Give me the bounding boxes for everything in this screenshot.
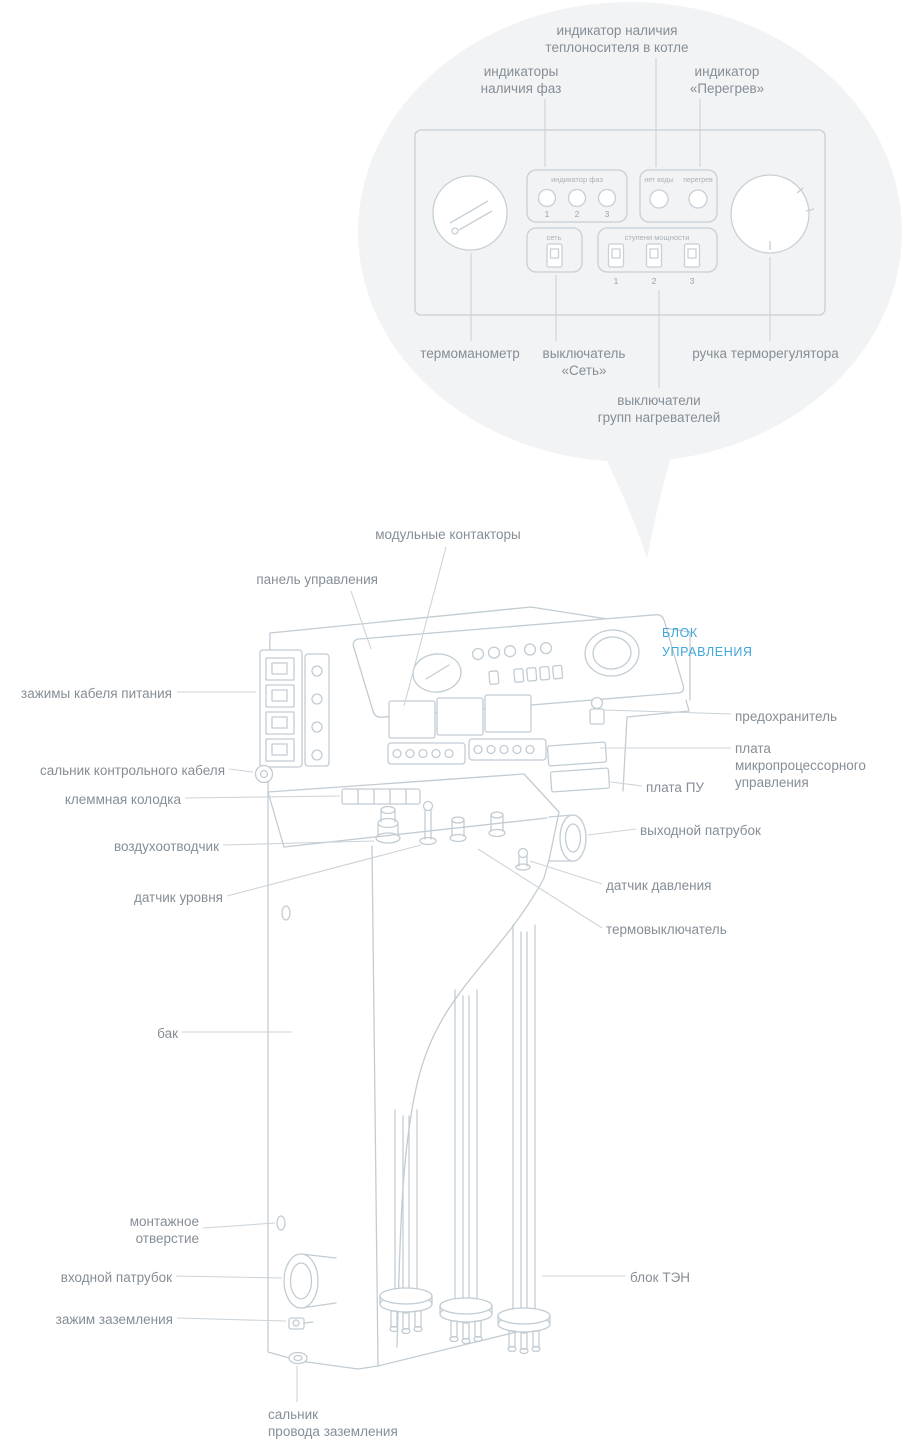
label-thermal-switch: термовыключатель — [606, 922, 727, 937]
power-cable-clamps — [259, 649, 330, 768]
label-contactors: модульные контакторы — [375, 527, 521, 542]
label-outlet: выходной патрубок — [640, 823, 761, 838]
power-steps-group — [597, 227, 718, 273]
control-cable-gland-part — [254, 764, 274, 784]
label-heater-block: блок ТЭН — [630, 1270, 691, 1285]
heater-block-part — [379, 924, 551, 1355]
label-control-cable-gland: сальник контрольного кабеля — [39, 763, 225, 778]
mcu-board-part — [546, 741, 608, 767]
label-air-vent: воздухоотводчик — [114, 839, 219, 854]
label-phase-indicators: индикаторы наличия фаз — [480, 64, 562, 96]
thermal-switch-part — [449, 811, 506, 843]
ground-gland-part — [288, 1351, 308, 1365]
no-water-indicator-label: нет воды — [644, 177, 673, 184]
label-pu-board: плата ПУ — [646, 780, 704, 795]
label-mcu-board: плата микропроцессорного управления — [735, 741, 866, 790]
thermostat-knob — [730, 174, 815, 254]
label-control-panel: панель управления — [256, 572, 378, 587]
label-level-sensor: датчик уровня — [133, 890, 223, 905]
label-inlet: входной патрубок — [60, 1270, 172, 1285]
inlet-pipe-part — [283, 1253, 337, 1309]
terminal-block-part — [341, 788, 421, 805]
phase-num-2: 2 — [575, 209, 580, 219]
ground-clamp-part — [288, 1317, 314, 1330]
pressure-sensor-part — [515, 847, 531, 871]
callout-leader-lines — [470, 58, 771, 388]
water-overheat-indicator-group — [639, 169, 718, 223]
outlet-pipe-part — [548, 814, 587, 862]
callout-panel: индикатор фаз нет воды перегрев сеть сту… — [414, 129, 826, 316]
label-mains-switch: выключатель «Сеть» — [542, 346, 626, 378]
step-num-3: 3 — [690, 276, 695, 286]
label-coolant-indicator: индикатор наличия теплоносителя в котле — [545, 23, 689, 55]
label-heater-switches: выключатели групп нагревателей — [597, 393, 721, 425]
phase-group-title: индикатор фаз — [551, 175, 603, 184]
air-vent-part — [375, 805, 401, 844]
label-terminal-block: клеммная колодка — [64, 792, 181, 807]
label-fuse: предохранитель — [735, 709, 838, 724]
control-panel-face — [352, 614, 685, 718]
mounting-hole — [276, 1215, 286, 1231]
boiler-drawing — [254, 606, 691, 1370]
label-mount-hole: монтажное отверстие — [129, 1214, 199, 1246]
label-ground-gland: сальник провода заземления — [268, 1407, 398, 1439]
steps-group-title: ступени мощности — [625, 233, 690, 242]
label-overheat-indicator: индикатор «Перегрев» — [689, 64, 765, 96]
overheat-indicator-label: перегрев — [683, 177, 713, 184]
thermomanometer-gauge — [432, 175, 508, 251]
phase-num-1: 1 — [545, 209, 550, 219]
mains-switch-group — [526, 227, 583, 273]
label-control-unit: БЛОК УПРАВЛЕНИЯ — [662, 626, 753, 660]
callout-balloon — [358, 2, 902, 559]
label-thermomanometer: термоманометр — [420, 346, 520, 361]
step-num-1: 1 — [614, 276, 619, 286]
boiler-leader-lines — [175, 546, 732, 1402]
label-ground-clamp: зажим заземления — [55, 1312, 173, 1327]
label-tank: бак — [157, 1026, 178, 1041]
label-power-clamps: зажимы кабеля питания — [21, 686, 172, 701]
mains-group-title: сеть — [546, 233, 561, 242]
pu-board-part — [549, 767, 611, 793]
modular-contactors — [387, 694, 547, 765]
fuse-part — [589, 696, 605, 725]
step-num-2: 2 — [652, 276, 657, 286]
level-sensor-part — [419, 800, 437, 846]
label-thermostat-knob: ручка терморегулятора — [692, 346, 839, 361]
phase-indicator-group — [526, 169, 628, 223]
phase-num-3: 3 — [605, 209, 610, 219]
label-pressure-sensor: датчик давления — [606, 878, 712, 893]
